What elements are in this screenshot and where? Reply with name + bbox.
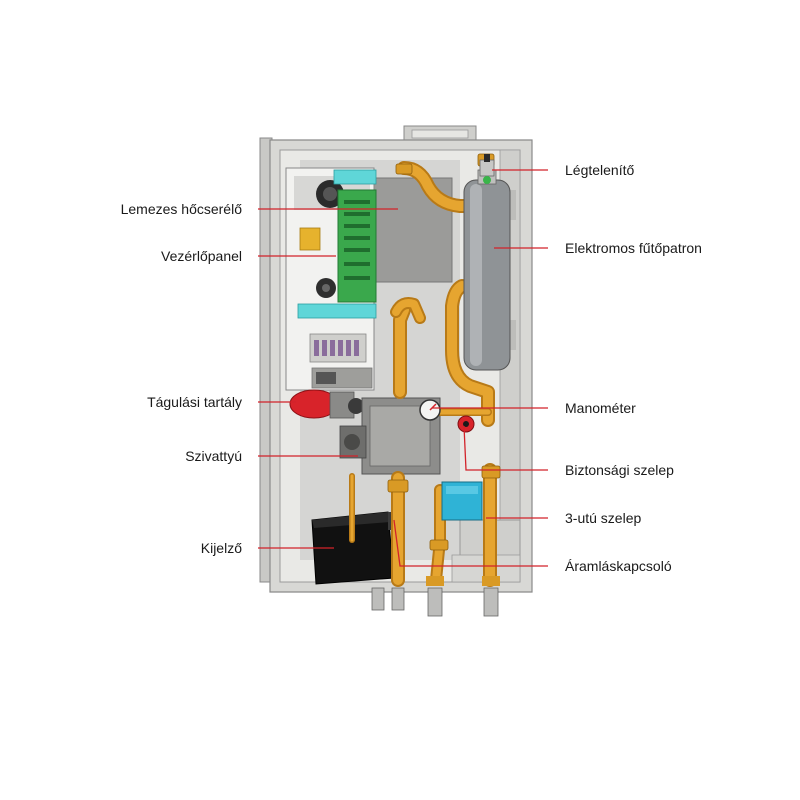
pump <box>339 397 441 475</box>
expansion-tank <box>289 389 364 419</box>
label-display: Kijelző <box>200 540 242 556</box>
label-electric-heater: Elektromos fűtőpatron <box>565 240 702 256</box>
label-safety-valve: Biztonsági szelep <box>565 462 674 478</box>
electric-heater <box>463 169 511 371</box>
leader-lines <box>258 169 548 567</box>
leader-safety-valve <box>463 425 548 471</box>
safety-valve <box>457 415 475 433</box>
air-vent <box>479 154 495 184</box>
label-expansion-tank: Tágulási tartály <box>147 394 242 410</box>
label-flow-switch: Áramláskapcsoló <box>565 558 672 574</box>
label-manometer: Manométer <box>565 400 636 416</box>
label-heat-exchanger: Lemezes hőcserélő <box>120 201 242 217</box>
leader-flow-switch <box>393 519 548 567</box>
label-air-vent: Légtelenítő <box>565 162 635 178</box>
bottom-connectors <box>371 576 500 617</box>
three-way-valve <box>441 481 483 521</box>
label-pump: Szivattyú <box>185 448 242 464</box>
label-control-panel: Vezérlőpanel <box>161 248 242 264</box>
control-box <box>285 167 377 391</box>
manometer <box>419 399 441 421</box>
label-three-way-valve: 3-utú szelep <box>565 510 642 526</box>
